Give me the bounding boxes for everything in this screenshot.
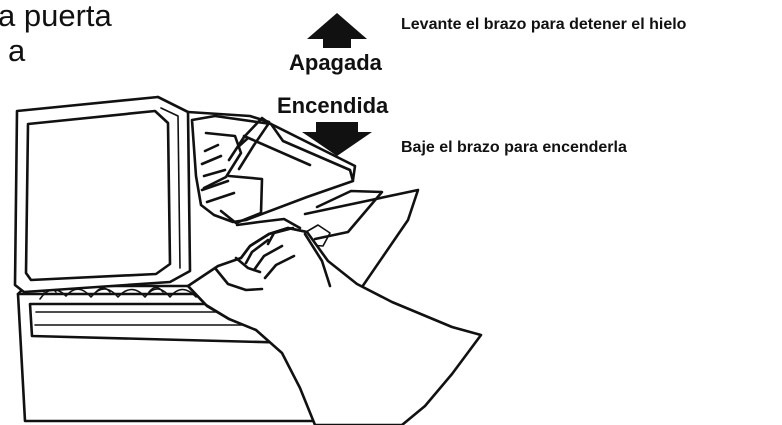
- off-state-label: Apagada: [289, 50, 382, 75]
- hand-and-arm: [186, 226, 483, 425]
- partial-caption-line-2: a: [8, 33, 26, 68]
- raise-arm-instruction: Levante el brazo para detener el hielo: [401, 16, 687, 33]
- on-state-label: Encendida: [277, 93, 389, 118]
- down-arrow-icon: [302, 122, 372, 156]
- icemaker-door: [13, 95, 271, 294]
- ice-cubes: [39, 224, 331, 300]
- shutoff-arm: [227, 116, 357, 230]
- lower-arm-instruction: Baje el brazo para encenderla: [401, 139, 627, 156]
- up-arrow-icon: [307, 13, 367, 48]
- partial-caption-line-1: a puerta: [0, 0, 112, 33]
